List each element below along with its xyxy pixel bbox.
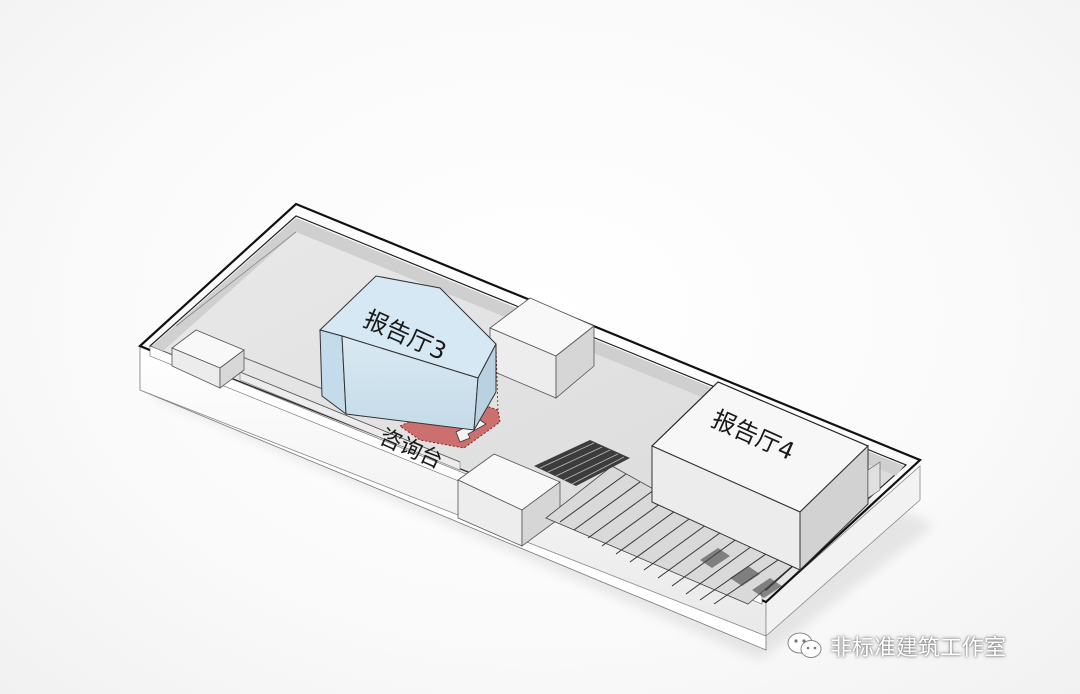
watermark-text: 非标准建筑工作室 xyxy=(830,636,1007,661)
service-block-front xyxy=(457,453,561,547)
building-envelope xyxy=(137,202,923,651)
wechat-icon xyxy=(787,632,822,658)
watermark: 非标准建筑工作室 xyxy=(786,628,1006,664)
small-block-left xyxy=(171,329,245,389)
hall4-extension xyxy=(867,461,881,499)
hall3-volume xyxy=(319,275,497,431)
hall4-volume xyxy=(650,381,870,572)
tiered-seating xyxy=(534,440,793,605)
